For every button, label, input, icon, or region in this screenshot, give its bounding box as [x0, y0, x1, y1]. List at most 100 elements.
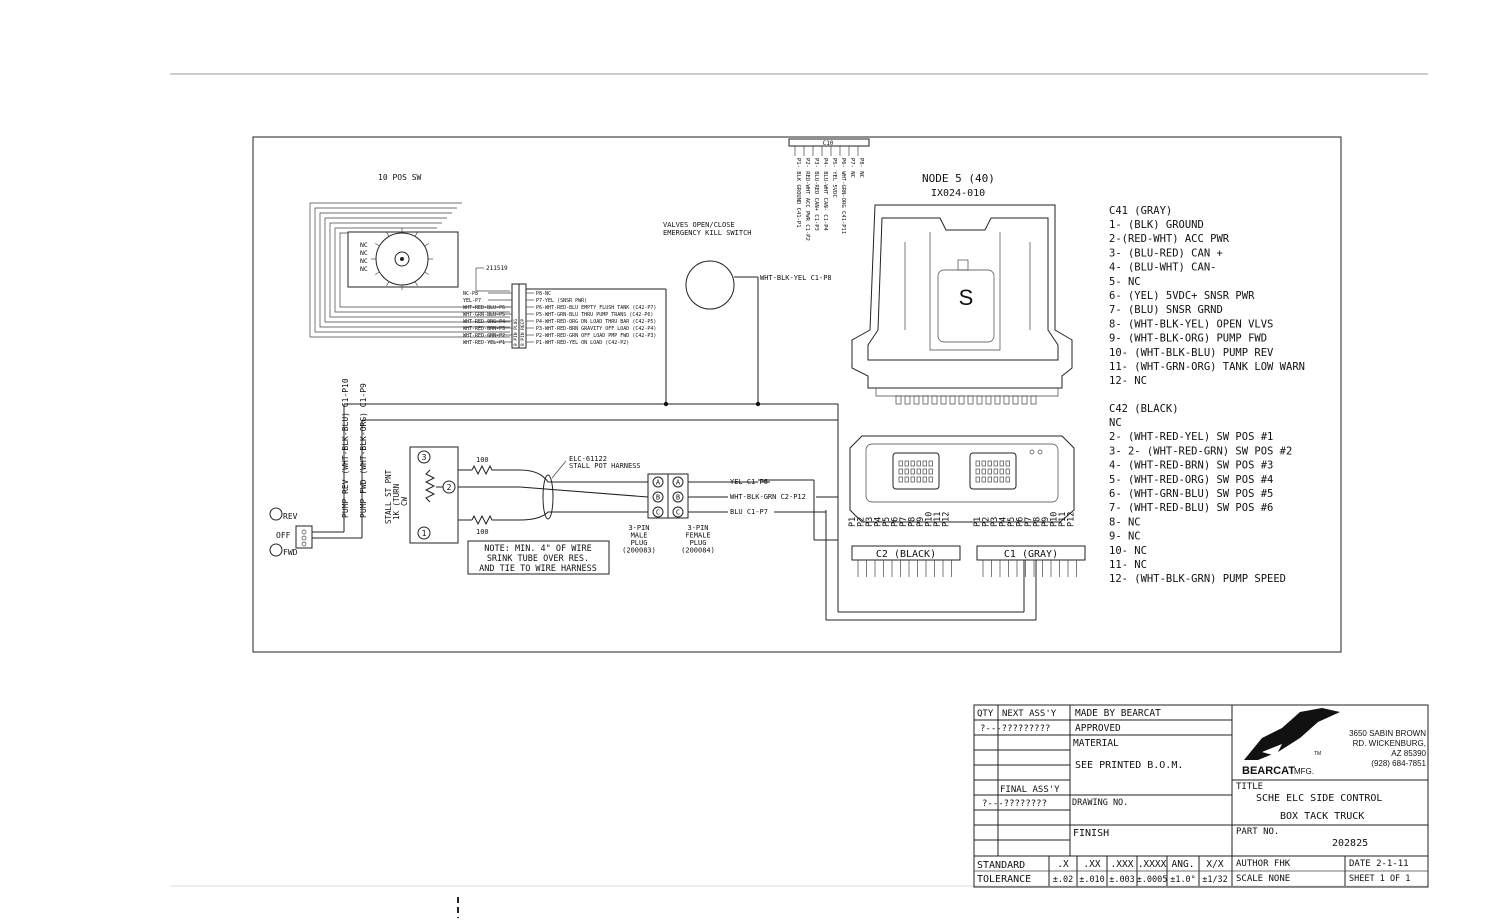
switch-left-wire: WHT-RED-ORG-P4: [463, 319, 505, 325]
c41-pin-line: 2-(RED-WHT) ACC PWR: [1109, 233, 1230, 245]
switch-right-wire: P4-WHT-RED-ORG DN LOAD THRU BAR (C42-P5): [536, 319, 656, 325]
c42-pin-line: 7- (WHT-RED-BLU) SW POS #6: [1109, 502, 1273, 514]
pot-resistor-icon: [424, 469, 436, 503]
sheet: SHEET 1 OF 1: [1349, 874, 1410, 884]
title-block-frame: [973, 704, 1429, 888]
c41-pin-line: 11- (WHT-GRN-ORG) TANK LOW WARN: [1109, 361, 1305, 373]
node-title: NODE 5 (40): [922, 172, 995, 185]
nc-label: NC: [360, 257, 368, 265]
fwd-label: FWD: [283, 548, 298, 557]
harness-part: ELC-61122: [569, 455, 607, 463]
switch-left-wire: WHT-RED-GRN-P2: [463, 333, 505, 339]
female-plug: [667, 473, 689, 519]
c42-pin-line: 2- (WHT-RED-YEL) SW POS #1: [1109, 431, 1273, 443]
approved-label: APPROVED: [1075, 723, 1121, 734]
c41-pin-line: 10- (WHT-BLK-BLU) PUMP REV: [1109, 347, 1274, 359]
c42-pin-line: 3- 2- (WHT-RED-GRN) SW POS #2: [1109, 445, 1292, 457]
tolerance-header: .XX: [1083, 859, 1100, 870]
plug-pin-label: P10: [925, 512, 935, 527]
plug-pin-label: P4: [874, 517, 884, 527]
tolerance-value: ±.0005: [1137, 875, 1168, 885]
resistor-top-value: 100: [476, 456, 489, 464]
node-pins: [895, 395, 1037, 405]
c42-pin-line: 6- (WHT-GRN-BLU) SW POS #5: [1109, 488, 1273, 500]
wiring-bus: [344, 277, 1037, 621]
plug-descriptions: 3-PINMALEPLUG(200083)3-PINFEMALEPLUG(200…: [622, 524, 715, 555]
c1-label: C1 (GRAY): [1004, 549, 1058, 560]
plug-pin-label: P5: [882, 517, 892, 527]
c10-pin: P4- BLU-WHT CAN- C1-P4: [822, 158, 828, 232]
plug-pin-label: P11: [1058, 512, 1068, 527]
switch-right-wire: P2-WHT-RED-GRN OFF LOAD PMP FWD (C42-P3): [536, 333, 656, 339]
material-label: MATERIAL: [1073, 738, 1119, 749]
note-box: [467, 540, 610, 575]
tolerance-header: .XXX: [1111, 859, 1134, 870]
male-plug-label: MALE: [631, 532, 648, 540]
node-module: NODE 5 (40) IX024-010 S: [851, 172, 1073, 405]
c10-pin: P1- BLK GROUND C41-P1: [795, 158, 801, 228]
next-assy-label: NEXT ASS'Y: [1002, 709, 1057, 719]
switch-right-wire: P5-WHT-GRN-BLU THRU PUMP TRANS (C42-P6): [536, 312, 653, 318]
wire-yel: YEL C1-P6: [730, 478, 768, 486]
node-model: IX024-010: [931, 188, 985, 199]
plug-pin-label: P7: [899, 517, 909, 527]
plug-pin-label: P10: [1050, 512, 1060, 527]
female-pin: B: [676, 494, 680, 502]
rotary-ticks: [371, 228, 433, 290]
emergency-kill-switch: VALVES OPEN/CLOSE EMERGENCY KILL SWITCH …: [663, 221, 832, 310]
c42-pin-line: 9- NC: [1109, 531, 1141, 543]
c42-pin-line: 12- (WHT-BLK-GRN) PUMP SPEED: [1109, 573, 1286, 585]
plug-label: 8 PIN PLUG: [513, 319, 519, 346]
bearcat-logo-icon: [1244, 708, 1340, 760]
pump-switch: PUMP REV (WHT-BLK-BLU) C1-P10 PUMP FWD (…: [269, 378, 368, 557]
note-line: SRINK TUBE OVER RES.: [487, 554, 589, 564]
switch-right-wire: P3-WHT-RED-BRN GRAVITY OFF LOAD (C42-P4): [536, 326, 656, 332]
c10-pin: P2- RED-WHT ACC PWR C1-P2: [804, 158, 810, 241]
stall-label-3: CW: [400, 496, 409, 506]
c42-pin-line: NC: [1109, 417, 1122, 429]
plug-pin-label: P3: [990, 517, 1000, 527]
pot-pin-1: 1: [422, 529, 427, 538]
harness-sleeve-icon: [542, 474, 554, 520]
female-pin: C: [676, 509, 680, 517]
male-plug-label: 3-PIN: [628, 524, 649, 532]
nc-label: NC: [360, 249, 368, 257]
plug-pin-label: P6: [891, 517, 901, 527]
c10-body: [788, 138, 870, 147]
c10-pin: P8- NC: [858, 158, 864, 178]
scale: SCALE NONE: [1236, 874, 1290, 884]
male-pin: B: [656, 494, 660, 502]
recp-label: 8 PIN RECP: [520, 319, 526, 346]
switch-left-wire: WHT-RED-YEL-P1: [463, 340, 505, 346]
address-line: RD. WICKENBURG,: [1353, 739, 1426, 748]
brand-name: BEARCAT: [1242, 765, 1295, 777]
female-plug-label: 3-PIN: [687, 524, 708, 532]
resistor-bottom-icon: [471, 514, 520, 526]
c41-pin-line: 9- (WHT-BLK-ORG) PUMP FWD: [1109, 333, 1267, 345]
plug-pin-label: P6: [1016, 517, 1026, 527]
rotary-hub: [394, 251, 410, 267]
male-plug-label: (200083): [622, 547, 656, 555]
address-line: 3650 SABIN BROWN: [1349, 729, 1426, 738]
plug-pin-label: P12: [1067, 512, 1077, 527]
c42-title: C42 (BLACK): [1109, 403, 1179, 415]
c1-socket: [969, 452, 1017, 490]
female-plug-label: (200084): [681, 547, 715, 555]
rev-label: REV: [283, 512, 298, 521]
kill-switch-label-1: VALVES OPEN/CLOSE: [663, 221, 735, 229]
resistor-top-icon: [471, 464, 520, 476]
stall-label-2: 1K (TURN: [392, 484, 401, 520]
tolerance-header: ANG.: [1172, 859, 1195, 870]
c41-pin-line: 5- NC: [1109, 276, 1141, 288]
node-outline: [851, 204, 1073, 389]
c1-plug: [976, 545, 1086, 561]
switch-part-number: 211519: [486, 265, 508, 272]
